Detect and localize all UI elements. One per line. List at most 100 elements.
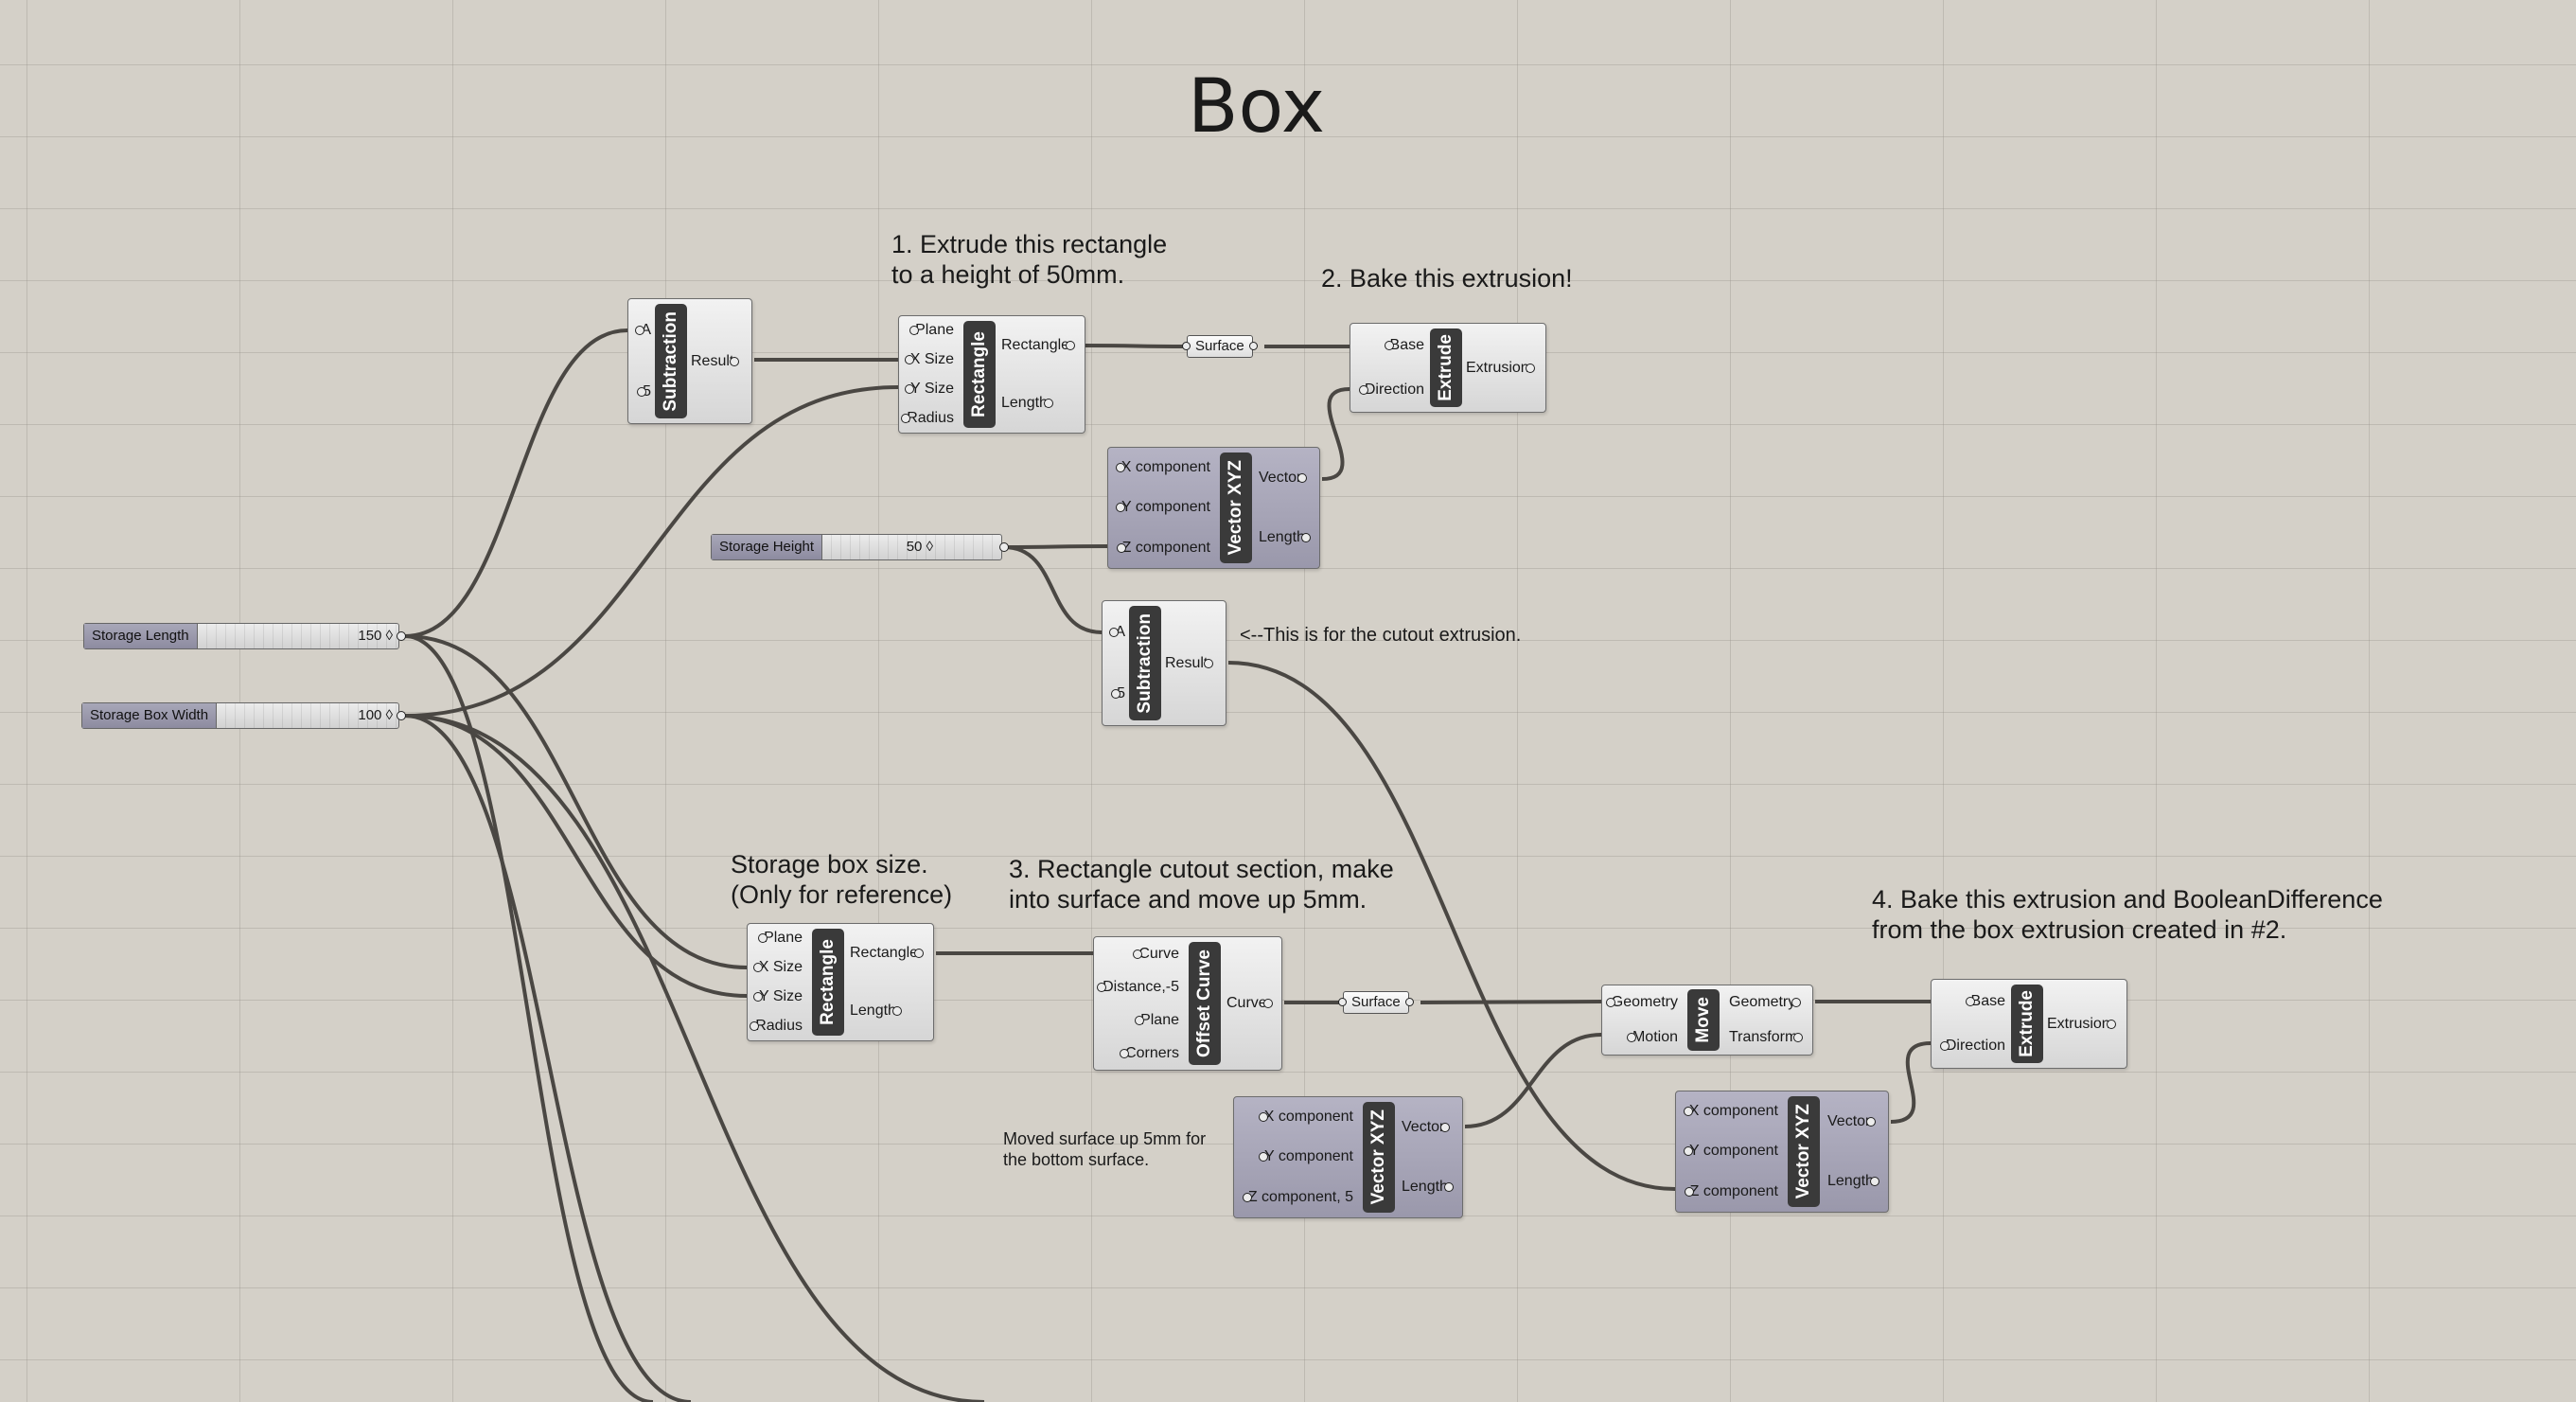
wire-width-to-bottom-rect-y (404, 714, 748, 998)
vector-xyz-component-top[interactable]: X component Y component Z component Vect… (1107, 447, 1320, 569)
input-direction[interactable]: Direction (1939, 1038, 2011, 1054)
output-transform[interactable]: Transform (1723, 1029, 1804, 1045)
offset-curve-component[interactable]: Curve Distance,-5 Plane Corners Offset C… (1093, 936, 1282, 1071)
wire-height-to-vector-z (1003, 544, 1108, 549)
input-curve[interactable]: Curve (1133, 946, 1185, 962)
slider-track[interactable]: 150 (197, 624, 398, 648)
input-z-component[interactable]: Z component (1116, 540, 1216, 556)
output-vector[interactable]: Vector (1822, 1113, 1877, 1129)
input-base[interactable]: Base (1384, 338, 1430, 353)
component-name-tab: Offset Curve (1189, 942, 1221, 1065)
output-extrusion[interactable]: Extrusion (1460, 360, 1535, 376)
input-plane[interactable]: Plane (909, 323, 960, 338)
input-radius[interactable]: Radius (750, 1018, 808, 1034)
slider-track[interactable]: 50 (822, 535, 1001, 559)
output-extrusion[interactable]: Extrusion (2041, 1016, 2116, 1032)
output-vector[interactable]: Vector (1253, 470, 1308, 486)
extrude-component-top[interactable]: Base Direction Extrude Extrusion (1350, 323, 1546, 413)
slider-storage-height[interactable]: Storage Height 50 (711, 534, 1009, 560)
input-b[interactable]: 5 (637, 384, 657, 399)
wire-vector-to-extrude-direction (1321, 387, 1350, 481)
output-grip[interactable] (397, 631, 406, 641)
input-y-size[interactable]: Y Size (905, 381, 960, 397)
component-name-tab: Vector XYZ (1363, 1102, 1395, 1213)
input-a[interactable]: A (1109, 624, 1131, 640)
surface-param-top[interactable]: Surface (1182, 335, 1258, 358)
input-y-component[interactable]: Y component (1259, 1149, 1359, 1164)
wire-vector-to-extrude-direction-bottom (1890, 1041, 1932, 1124)
component-name-tab: Extrude (2011, 985, 2043, 1063)
input-b[interactable]: 5 (1111, 686, 1131, 701)
wire-height-to-subtraction (1003, 545, 1103, 634)
output-length[interactable]: Length (844, 1003, 902, 1019)
output-length[interactable]: Length (1396, 1180, 1454, 1195)
canvas-title: Box (1188, 64, 1325, 150)
wire-subtraction-to-vector-z (1227, 661, 1676, 1191)
component-name-tab: Rectangle (963, 321, 996, 428)
component-name-tab: Move (1687, 989, 1720, 1051)
annotation-moved-surface: Moved surface up 5mm for the bottom surf… (1003, 1129, 1207, 1169)
input-geometry[interactable]: Geometry (1605, 995, 1684, 1010)
wire-vector-to-move-motion (1464, 1033, 1602, 1128)
input-x-component[interactable]: X component (1115, 460, 1216, 475)
output-rectangle[interactable]: Rectangle (996, 337, 1076, 353)
output-curve[interactable]: Curve (1221, 996, 1273, 1011)
vector-xyz-component-bottom[interactable]: X component Y component Z component, 5 V… (1233, 1096, 1463, 1218)
wire-length-down (404, 634, 654, 1402)
input-radius[interactable]: Radius (901, 410, 960, 426)
output-grip[interactable] (397, 711, 406, 720)
output-rectangle[interactable]: Rectangle (844, 945, 925, 961)
input-corners[interactable]: Corners (1120, 1045, 1185, 1061)
input-y-size[interactable]: Y Size (753, 988, 808, 1004)
rectangle-component-top[interactable]: Plane X Size Y Size Radius Rectangle Rec… (898, 315, 1085, 434)
output-length[interactable]: Length (996, 396, 1053, 411)
input-y-component[interactable]: Y component (1684, 1144, 1784, 1159)
slider-label: Storage Box Width (82, 703, 218, 728)
slider-value: 50 (907, 535, 933, 559)
wire-length-to-bottom-rect-x (404, 634, 748, 969)
input-x-size[interactable]: X Size (904, 352, 960, 367)
output-geometry[interactable]: Geometry (1723, 995, 1802, 1010)
output-result[interactable]: Result (685, 353, 740, 369)
output-result[interactable]: Result (1159, 655, 1214, 671)
output-vector[interactable]: Vector (1396, 1119, 1451, 1135)
subtraction-component-mid[interactable]: A 5 Subtraction Result (1102, 600, 1226, 726)
input-x-component[interactable]: X component (1258, 1109, 1359, 1125)
component-name-tab: Vector XYZ (1220, 453, 1252, 563)
component-name-tab: Vector XYZ (1788, 1096, 1820, 1207)
component-name-tab: Extrude (1430, 328, 1462, 407)
vector-xyz-component-right[interactable]: X component Y component Z component Vect… (1675, 1091, 1889, 1213)
surface-param-bottom[interactable]: Surface (1338, 991, 1414, 1014)
output-grip[interactable] (999, 542, 1009, 552)
output-length[interactable]: Length (1822, 1174, 1879, 1189)
wire-length-to-subtraction (404, 328, 628, 638)
rectangle-component-bottom[interactable]: Plane X Size Y Size Radius Rectangle Rec… (747, 923, 934, 1041)
move-component[interactable]: Geometry Motion Move Geometry Transform (1601, 985, 1813, 1056)
input-z-component[interactable]: Z component, 5 (1242, 1189, 1359, 1205)
slider-label: Storage Length (84, 624, 198, 648)
input-plane[interactable]: Plane (1135, 1012, 1185, 1028)
output-length[interactable]: Length (1253, 530, 1311, 545)
input-motion[interactable]: Motion (1626, 1029, 1684, 1045)
input-y-component[interactable]: Y component (1116, 500, 1216, 515)
subtraction-component-top[interactable]: A 5 Subtraction Result (627, 298, 752, 424)
slider-storage-box-width[interactable]: Storage Box Width 100 (81, 702, 406, 729)
slider-value: 150 (358, 624, 393, 648)
slider-track[interactable]: 100 (217, 703, 398, 728)
input-z-component[interactable]: Z component (1684, 1183, 1784, 1199)
input-a[interactable]: A (635, 322, 657, 338)
slider-label: Storage Height (712, 535, 823, 559)
annotation-cutout-extrusion: <--This is for the cutout extrusion. (1240, 625, 1522, 646)
component-name-tab: Subtraction (1129, 606, 1161, 720)
extrude-component-bottom[interactable]: Base Direction Extrude Extrusion (1931, 979, 2127, 1069)
input-distance[interactable]: Distance,-5 (1097, 979, 1185, 995)
input-x-component[interactable]: X component (1683, 1104, 1784, 1119)
input-direction[interactable]: Direction (1358, 382, 1430, 398)
input-base[interactable]: Base (1965, 994, 2011, 1009)
input-plane[interactable]: Plane (758, 931, 808, 946)
wire-width-down-1 (404, 714, 692, 1402)
slider-storage-length[interactable]: Storage Length 150 (83, 623, 406, 649)
input-x-size[interactable]: X Size (752, 960, 808, 975)
annotation-rectangle-cutout: 3. Rectangle cutout section, make into s… (1009, 855, 1394, 914)
